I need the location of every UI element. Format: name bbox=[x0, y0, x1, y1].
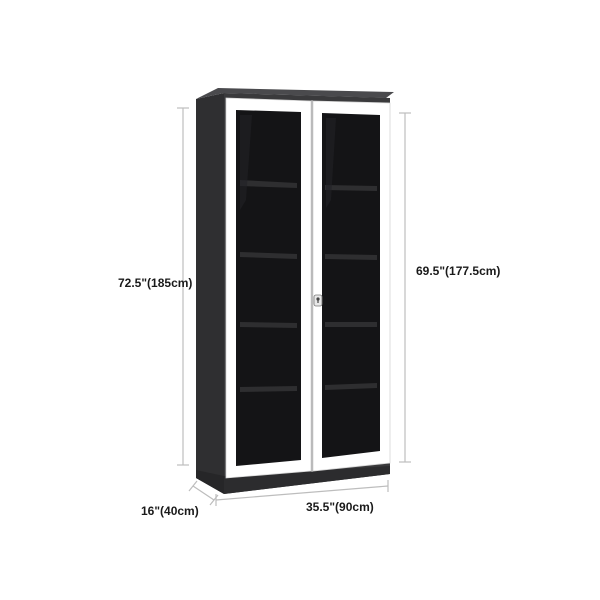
dimension-lines bbox=[177, 107, 411, 506]
width-line bbox=[215, 485, 389, 501]
left-door bbox=[225, 97, 312, 479]
cabinet-base-side bbox=[196, 470, 224, 494]
lock-icon bbox=[313, 294, 323, 307]
right-door bbox=[312, 100, 391, 472]
depth-cap-a bbox=[188, 480, 198, 492]
depth-cap-b bbox=[209, 494, 219, 506]
left-shelf-1 bbox=[240, 180, 297, 188]
left-door-glass bbox=[236, 110, 301, 466]
right-shelf-4 bbox=[325, 383, 377, 390]
right-door-glass bbox=[322, 113, 380, 458]
left-shelf-4 bbox=[240, 386, 297, 392]
depth-line bbox=[192, 485, 215, 501]
cabinet-side-panel bbox=[196, 93, 224, 494]
cabinet-base bbox=[224, 466, 390, 494]
depth-label: 16"(40cm) bbox=[141, 504, 199, 518]
left-shelf-2 bbox=[240, 252, 297, 259]
right-shelf-3 bbox=[325, 322, 377, 327]
inner-height-label: 69.5"(177.5cm) bbox=[416, 264, 501, 278]
total-height-label: 72.5"(185cm) bbox=[118, 276, 193, 290]
width-label: 35.5"(90cm) bbox=[306, 500, 374, 514]
right-shelf-2 bbox=[325, 254, 377, 260]
cabinet bbox=[196, 88, 394, 494]
left-shelf-3 bbox=[240, 322, 297, 328]
left-glass-sheen bbox=[240, 115, 252, 210]
right-glass-sheen bbox=[326, 118, 336, 208]
cabinet-top-panel bbox=[196, 88, 394, 99]
right-shelf-1 bbox=[325, 185, 377, 191]
